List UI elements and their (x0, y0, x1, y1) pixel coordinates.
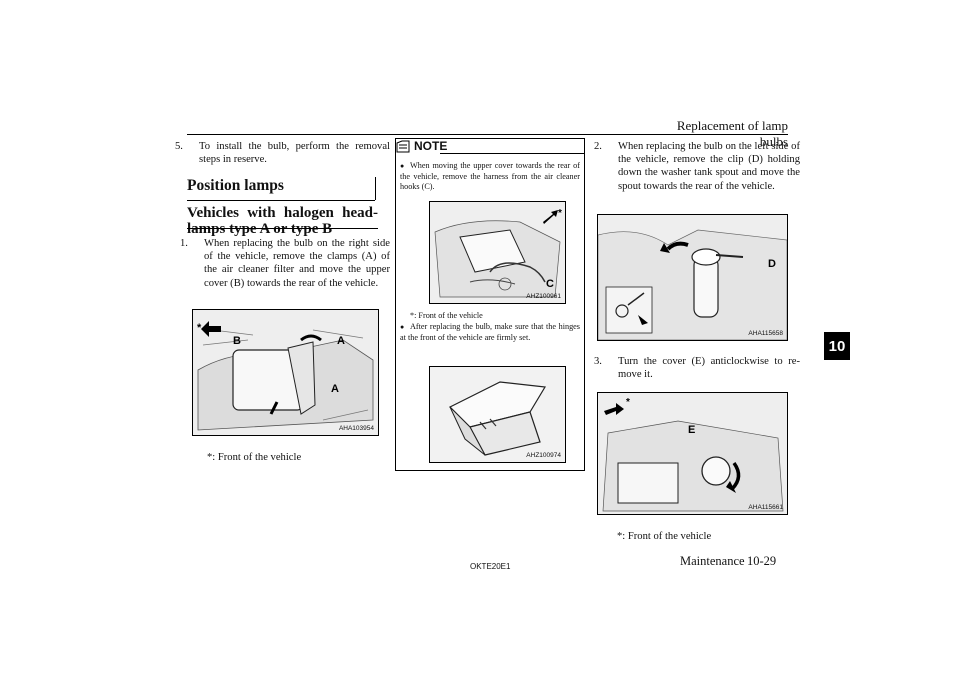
fig5-star-label: * (626, 397, 630, 408)
washer-spout-illustration: D (598, 215, 787, 340)
fig2-id: AHZ100961 (526, 293, 561, 300)
step-2: 2. When replacing the bulb on the left si… (594, 140, 800, 193)
fig1-label-a-top: A (337, 335, 345, 347)
inset-detail (605, 286, 653, 334)
step-5-number: 5. (175, 141, 183, 152)
running-head: Replacement of lamp bulbs (676, 118, 788, 149)
footer-code: OKTE20E1 (470, 562, 511, 571)
heading-rule (187, 200, 375, 201)
note-bullet-1: ●When moving the upper cover towards the… (400, 161, 580, 193)
fig1-caption: *: Front of the vehicle (207, 452, 302, 463)
fig3-id: AHZ100974 (526, 452, 561, 459)
chapter-tab: 10 (824, 332, 850, 360)
note-bullet-1-text: When moving the upper cover towards the … (400, 161, 580, 191)
cover-illustration: * E (598, 393, 787, 514)
fig4-id: AHA115658 (748, 330, 783, 337)
step-3-text: Turn the cover (E) anticlockwise to re-m… (618, 356, 800, 381)
air-cleaner-illustration: * B A A (193, 310, 378, 435)
fig1-star-label: * (197, 322, 202, 334)
note-title: NOTE (414, 139, 448, 153)
note-box: NOTE ●When moving the upper cover toward… (395, 138, 585, 471)
step-3-number: 3. (594, 356, 602, 367)
step-1-number: 1. (180, 238, 188, 249)
note-header: NOTE (396, 139, 447, 153)
step-2-number: 2. (594, 141, 602, 152)
fig5-label-e: E (688, 424, 695, 436)
heading-position-lamps: Position lamps (187, 177, 284, 194)
fig2-caption: *: Front of the vehicle (410, 311, 483, 320)
harness-illustration: * C (430, 202, 565, 303)
step-3: 3. Turn the cover (E) anticlockwise to re… (594, 355, 800, 381)
heading-rule-tick (375, 177, 376, 200)
figure-hinges: AHZ100974 (429, 366, 566, 463)
figure-harness-hooks: * C AHZ100961 (429, 201, 566, 304)
hinges-illustration (430, 367, 565, 462)
fig5-caption: *: Front of the vehicle (617, 531, 712, 542)
front-arrow-icon (543, 210, 558, 224)
fig4-label-d: D (768, 258, 776, 270)
note-rule (440, 153, 584, 154)
step-1-text: When replacing the bulb on the right sid… (204, 238, 390, 289)
note-bullet-2: ●After replacing the bulb, make sure tha… (400, 322, 580, 343)
fig1-label-b: B (233, 335, 241, 347)
front-arrow-icon (604, 403, 624, 415)
page-number: 10-29 (747, 554, 777, 568)
step-1: 1. When replacing the bulb on the right s… (180, 237, 390, 290)
step-5: 5. To install the bulb, perform the remov… (175, 140, 390, 166)
figure-air-cleaner-clamps: * B A A AHA103954 (192, 309, 379, 436)
subheading-rule (187, 228, 378, 229)
step-5-text: To install the bulb, perform the removal… (199, 141, 390, 166)
fig1-id: AHA103954 (338, 425, 374, 432)
heading-halogen-headlamps: Vehicles with halogen head-lamps type A … (187, 205, 378, 237)
figure-cover-e: * E AHA115661 (597, 392, 788, 515)
bullet-icon: ● (400, 323, 405, 331)
fig2-label-c: C (546, 278, 554, 290)
fig1-label-a-bottom: A (331, 383, 339, 395)
step-2-text: When replacing the bulb on the left side… (618, 141, 800, 192)
note-icon (396, 140, 410, 152)
rotate-arrow-icon (726, 481, 736, 493)
fig2-star-label: * (558, 208, 562, 219)
move-arrow-icon (660, 243, 670, 253)
footer-section: Maintenance (680, 554, 745, 568)
bullet-icon: ● (400, 162, 405, 170)
figure-washer-tank-spout: D AHA115658 (597, 214, 788, 341)
note-bullet-2-text: After replacing the bulb, make sure that… (400, 322, 580, 342)
fig5-id: AHA115661 (748, 504, 783, 511)
header-rule (187, 134, 788, 135)
front-arrow-icon (201, 321, 221, 337)
